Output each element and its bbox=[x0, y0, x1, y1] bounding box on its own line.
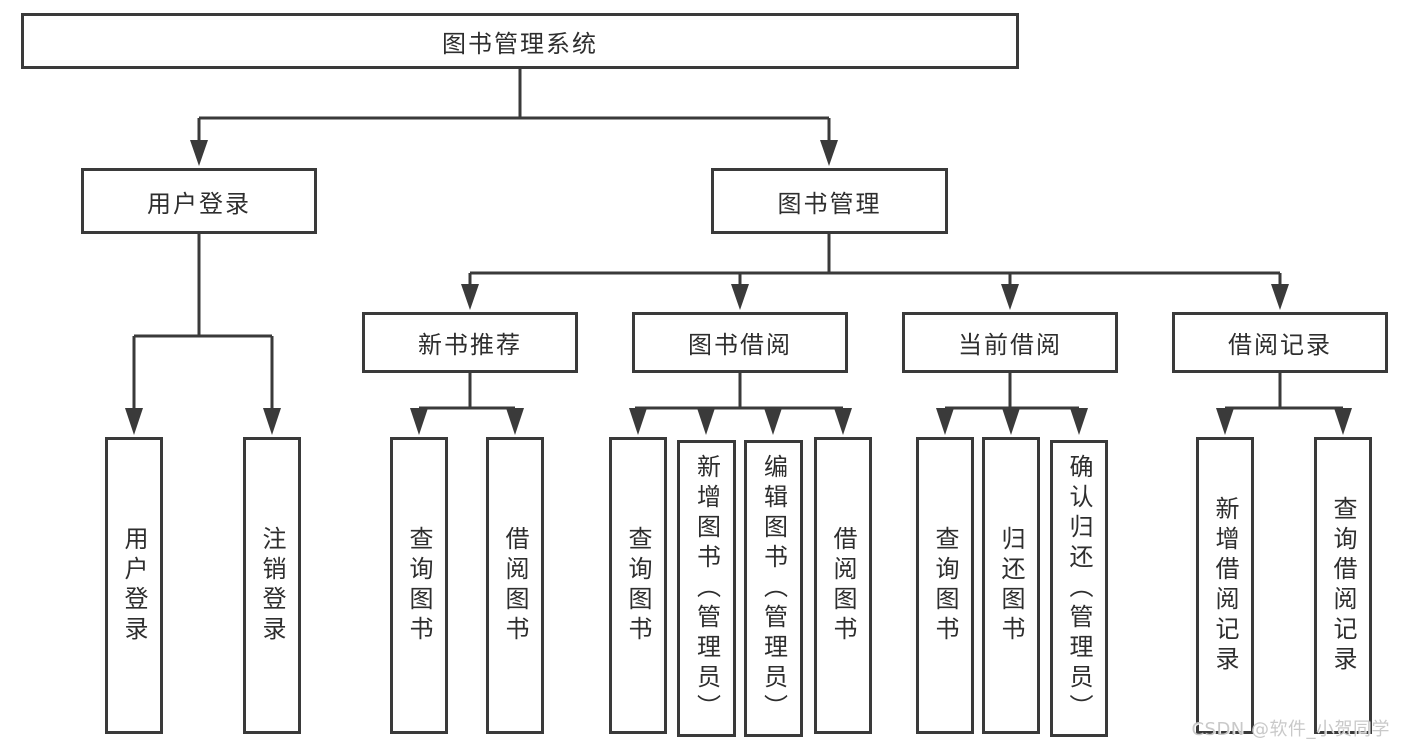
watermark: CSDN @软件_小贺同学 bbox=[1191, 719, 1390, 740]
leaf-borrow-books-1-label: 借阅图书 bbox=[501, 525, 529, 646]
node-user-login: 用户登录 bbox=[81, 168, 317, 234]
leaf-query-books-3-label: 查询图书 bbox=[931, 525, 959, 646]
leaf-query-books-2-label: 查询图书 bbox=[624, 525, 652, 646]
leaf-user-login-label: 用户登录 bbox=[120, 525, 148, 646]
node-current-borrow: 当前借阅 bbox=[902, 312, 1118, 373]
leaf-query-books-1-label: 查询图书 bbox=[405, 525, 433, 646]
leaf-logout-label: 注销登录 bbox=[258, 525, 286, 646]
node-root: 图书管理系统 bbox=[21, 13, 1019, 69]
leaf-logout: 注销登录 bbox=[243, 437, 301, 734]
leaf-return-book: 归还图书 bbox=[982, 437, 1040, 734]
node-user-login-label: 用户登录 bbox=[147, 189, 251, 218]
node-root-label: 图书管理系统 bbox=[442, 29, 598, 58]
node-new-book-recommend-label: 新书推荐 bbox=[418, 331, 522, 359]
node-borrow-records-label: 借阅记录 bbox=[1228, 331, 1332, 359]
node-book-management: 图书管理 bbox=[711, 168, 948, 234]
leaf-borrow-books-2: 借阅图书 bbox=[814, 437, 872, 734]
leaf-confirm-return-admin-label: 确认归还（管理员） bbox=[1065, 453, 1093, 724]
leaf-add-borrow-record-label: 新增借阅记录 bbox=[1211, 495, 1239, 676]
leaf-borrow-books-2-label: 借阅图书 bbox=[829, 525, 857, 646]
leaf-user-login: 用户登录 bbox=[105, 437, 163, 734]
leaf-edit-book-admin: 编辑图书（管理员） bbox=[744, 440, 803, 737]
leaf-edit-book-admin-label: 编辑图书（管理员） bbox=[759, 453, 788, 724]
leaf-query-borrow-record: 查询借阅记录 bbox=[1314, 437, 1372, 734]
leaf-query-borrow-record-label: 查询借阅记录 bbox=[1329, 495, 1357, 676]
node-book-borrow-label: 图书借阅 bbox=[688, 331, 792, 359]
node-new-book-recommend: 新书推荐 bbox=[362, 312, 578, 373]
leaf-query-books-3: 查询图书 bbox=[916, 437, 974, 734]
node-borrow-records: 借阅记录 bbox=[1172, 312, 1388, 373]
leaf-confirm-return-admin: 确认归还（管理员） bbox=[1050, 440, 1108, 737]
leaf-add-book-admin: 新增图书（管理员） bbox=[677, 440, 736, 737]
node-book-borrow: 图书借阅 bbox=[632, 312, 848, 373]
leaf-query-books-2: 查询图书 bbox=[609, 437, 667, 734]
node-current-borrow-label: 当前借阅 bbox=[958, 331, 1062, 359]
leaf-add-borrow-record: 新增借阅记录 bbox=[1196, 437, 1254, 734]
node-book-management-label: 图书管理 bbox=[777, 189, 882, 218]
leaf-add-book-admin-label: 新增图书（管理员） bbox=[692, 453, 721, 724]
leaf-borrow-books-1: 借阅图书 bbox=[486, 437, 544, 734]
leaf-return-book-label: 归还图书 bbox=[997, 525, 1025, 646]
leaf-query-books-1: 查询图书 bbox=[390, 437, 448, 734]
